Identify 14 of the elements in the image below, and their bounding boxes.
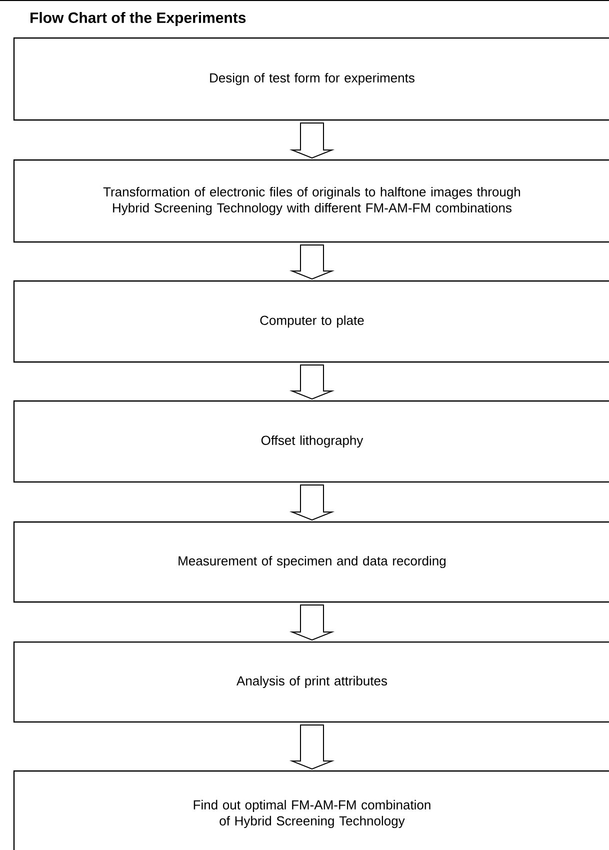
process-box: Measurement of specimen and data recording bbox=[13, 521, 609, 603]
process-box: Offset lithography bbox=[13, 400, 609, 483]
process-box: Analysis of print attributes bbox=[13, 641, 609, 723]
block-arrow bbox=[289, 244, 335, 280]
block-arrow bbox=[289, 484, 335, 521]
block-arrow bbox=[289, 724, 335, 770]
process-box: Transformation of electronic files of originals to halftone images through Hybrid Screening Technology with different FM-AM-FM combinations bbox=[13, 159, 609, 243]
process-box: Find out optimal FM-AM-FM combination of Hybrid Screening Technology bbox=[13, 770, 609, 850]
process-box: Computer to plate bbox=[13, 280, 609, 363]
block-arrow bbox=[289, 364, 335, 400]
block-arrow bbox=[289, 122, 335, 159]
block-arrow bbox=[289, 604, 335, 641]
title: Flow Chart of the Experiments bbox=[30, 12, 246, 26]
process-box: Design of test form for experiments bbox=[13, 37, 609, 121]
